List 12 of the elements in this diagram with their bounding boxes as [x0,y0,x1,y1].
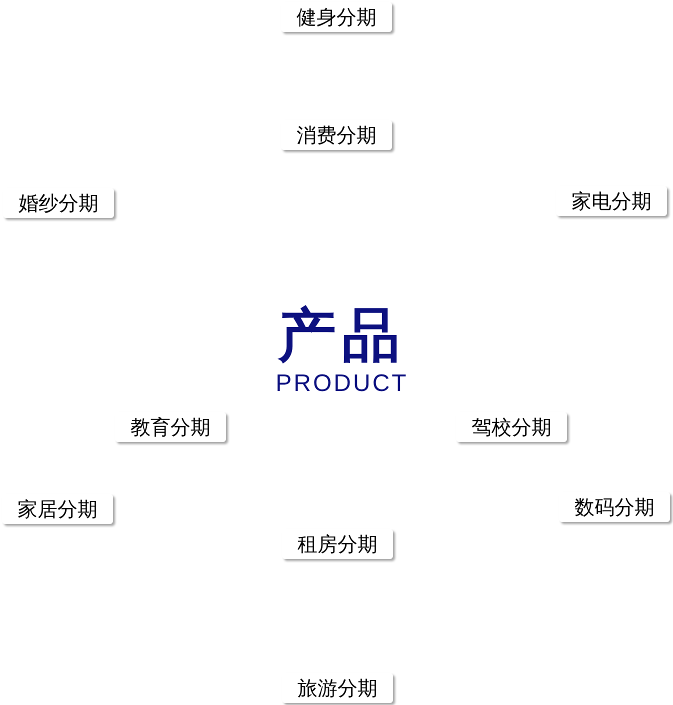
category-tag: 旅游分期 [282,673,393,703]
category-tag: 家电分期 [556,186,667,216]
category-tag: 租房分期 [282,529,393,559]
category-tag: 驾校分期 [456,412,567,442]
center-subheading: PRODUCT [276,370,408,398]
category-tag: 家居分期 [2,494,113,524]
category-tag: 婚纱分期 [3,188,114,218]
category-tag: 教育分期 [115,412,226,442]
category-tag: 数码分期 [559,492,670,522]
category-tag: 健身分期 [281,2,392,32]
center-heading: 产品 [278,300,406,370]
category-tag: 消费分期 [281,120,392,150]
